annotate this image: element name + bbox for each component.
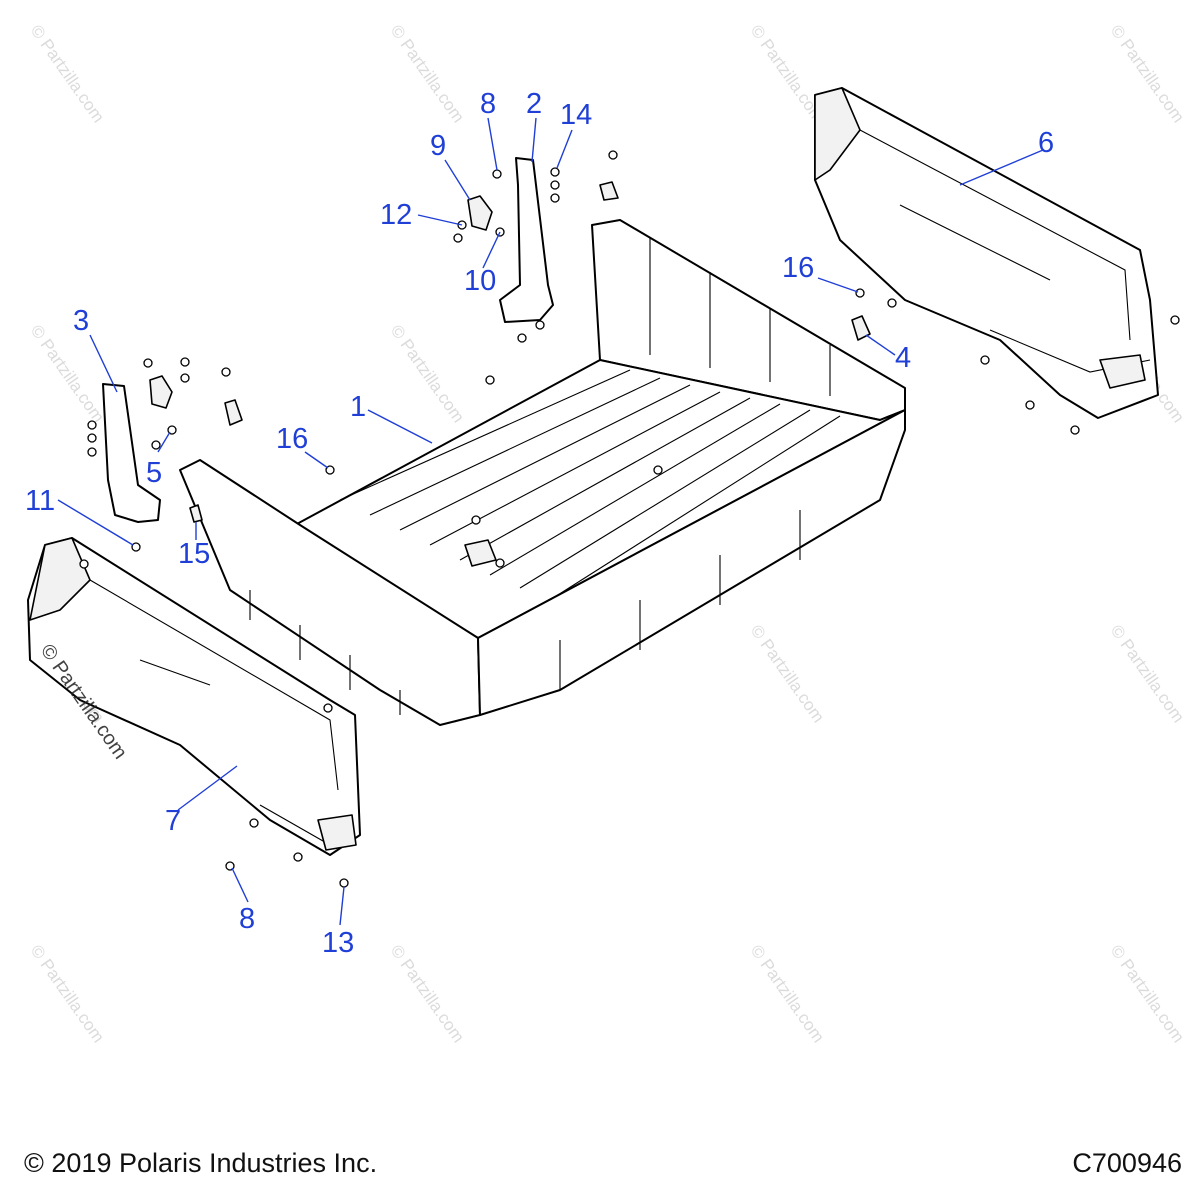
- watermark-0: © Partzilla.com: [27, 21, 108, 126]
- fasteners: [79, 150, 1180, 888]
- diagram-code: C700946: [1072, 1148, 1182, 1178]
- callout-1: 1: [350, 391, 366, 423]
- callout-10: 10: [464, 265, 496, 297]
- callout-12: 12: [380, 199, 412, 231]
- watermark-3: © Partzilla.com: [1107, 21, 1188, 126]
- part-2-right-bracket: [499, 157, 554, 323]
- callout-9: 9: [430, 130, 446, 162]
- callout-16a: 16: [782, 252, 814, 284]
- callout-2: 2: [526, 88, 542, 120]
- callout-16b: 16: [276, 423, 308, 455]
- callout-14: 14: [560, 99, 592, 131]
- part-6-right-side-panel: [814, 87, 1159, 419]
- watermark-12: © Partzilla.com: [27, 941, 108, 1046]
- watermark-5: © Partzilla.com: [387, 321, 468, 426]
- callout-5: 5: [146, 457, 162, 489]
- leader-lines: [57, 117, 1044, 926]
- watermark-14: © Partzilla.com: [747, 941, 828, 1046]
- callout-11: 11: [25, 485, 55, 517]
- part-3-left-bracket: [102, 383, 161, 523]
- part-1-cargo-box: [179, 219, 906, 726]
- callout-3: 3: [73, 305, 89, 337]
- watermark-13: © Partzilla.com: [387, 941, 468, 1046]
- watermark-4: © Partzilla.com: [27, 321, 108, 426]
- callout-6: 6: [1038, 127, 1054, 159]
- callout-13: 13: [322, 927, 354, 959]
- callout-8a: 8: [480, 88, 496, 120]
- watermark-10: © Partzilla.com: [747, 621, 828, 726]
- copyright-text: © 2019 Polaris Industries Inc.: [24, 1148, 378, 1178]
- callout-4: 4: [895, 342, 911, 374]
- watermark-1: © Partzilla.com: [387, 21, 468, 126]
- watermark-15: © Partzilla.com: [1107, 941, 1188, 1046]
- callout-labels: 1 2 3 4 5 6 7 8 8 9 10 11 12 13 14 15 16…: [25, 88, 1054, 959]
- callout-8b: 8: [239, 903, 255, 935]
- callout-15: 15: [178, 538, 210, 570]
- watermark-11: © Partzilla.com: [1107, 621, 1188, 726]
- callout-7: 7: [165, 805, 181, 837]
- part-7-left-side-panel: [27, 537, 361, 856]
- small-parts: [149, 181, 871, 523]
